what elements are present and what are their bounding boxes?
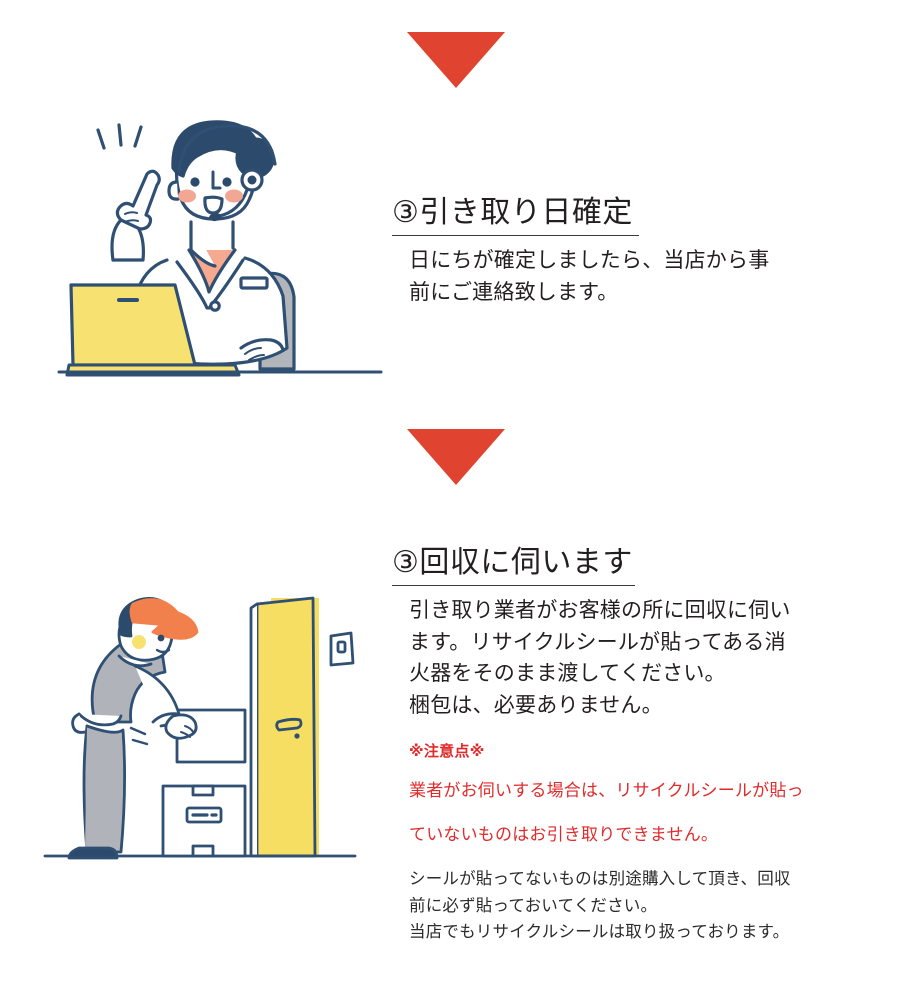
section-heading-collection-visit: ③回収に伺います — [392, 546, 633, 579]
body-line: 日にちが確定しましたら、当店から事 — [409, 248, 770, 272]
body-line: 引き取り業者がお客様の所に回収に伺い — [409, 598, 791, 622]
section-pickup-date: ③引き取り日確定 日にちが確定しましたら、当店から事 前にご連絡致します。 — [0, 100, 897, 400]
section-collection-visit: ③回収に伺います 引き取り業者がお客様の所に回収に伺い ます。リサイクルシールが… — [0, 495, 897, 995]
body-line: ます。リサイクルシールが貼ってある消 — [409, 630, 786, 654]
body-line: 火器をそのまま渡してください。 — [409, 662, 726, 686]
collection-visit-body: 引き取り業者がお客様の所に回収に伺い ます。リサイクルシールが貼ってある消 火器… — [409, 595, 862, 723]
notice-title: ※注意点※ — [409, 743, 485, 761]
footnote-line: 前に必ず貼っておいてください。 — [409, 896, 658, 915]
collection-visit-text-block: ③回収に伺います 引き取り業者がお客様の所に回収に伺い ます。リサイクルシールが… — [392, 545, 862, 946]
body-line: 梱包は、必要ありません。 — [409, 694, 663, 718]
operator-with-headset-at-laptop-illustration — [55, 110, 385, 385]
footnote-line: 当店でもリサイクルシールは取り扱っております。 — [409, 923, 790, 942]
triangle-shape — [407, 32, 505, 88]
pickup-date-text-block: ③引き取り日確定 日にちが確定しましたら、当店から事 前にご連絡致します。 — [392, 195, 862, 308]
delivery-worker-with-boxes-at-door-illustration — [35, 570, 390, 880]
triangle-shape — [407, 429, 505, 485]
footnote-line: シールが貼ってないものは別途購入して頂き、回収 — [409, 869, 791, 888]
heading-underline — [392, 234, 639, 236]
notice-line: ていないものはお引き取りできません。 — [409, 824, 719, 844]
notice-line: 業者がお伺いする場合は、リサイクルシールが貼っ — [409, 781, 804, 801]
section-heading-pickup-date: ③引き取り日確定 — [392, 196, 633, 229]
notice-body: 業者がお伺いする場合は、リサイクルシールが貼っ ていないものはお引き取りできませ… — [409, 778, 862, 848]
body-line: 前にご連絡致します。 — [409, 280, 619, 304]
heading-underline — [392, 584, 635, 586]
pickup-date-body: 日にちが確定しましたら、当店から事 前にご連絡致します。 — [409, 245, 862, 309]
footnote-block: シールが貼ってないものは別途購入して頂き、回収 前に必ず貼っておいてください。 … — [409, 866, 862, 946]
